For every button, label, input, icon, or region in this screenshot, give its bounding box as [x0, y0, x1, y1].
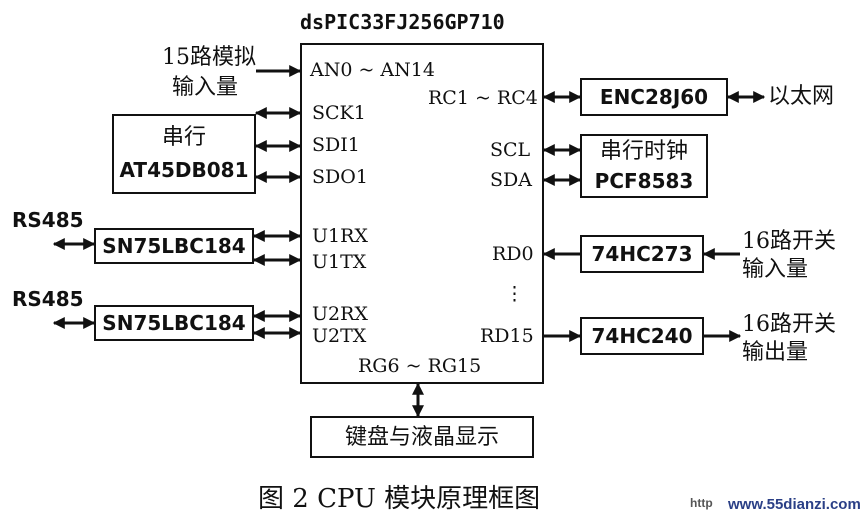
rtc-label-1: 串行时钟: [599, 139, 688, 164]
watermark-http: http: [690, 496, 713, 510]
switch-out-block: 74HC240: [580, 317, 704, 355]
flash-label-2: AT45DB081: [119, 158, 249, 182]
rs485-1-label: RS485: [12, 208, 84, 232]
switch-out-chip-label: 74HC240: [591, 324, 693, 348]
pin-rc: RC1 ~ RC4: [428, 87, 538, 109]
switch-in-label-1: 16路开关: [742, 229, 836, 254]
watermark-site: www.55dianzi.com: [728, 496, 861, 513]
analog-input-label-1: 15路模拟: [162, 45, 256, 70]
flash-block: 串行 AT45DB081: [112, 114, 256, 194]
rs485-1-transceiver: SN75LBC184: [94, 228, 254, 264]
analog-input-label-2: 输入量: [172, 75, 239, 100]
flash-label-1: 串行: [161, 125, 206, 150]
rs485-2-chip-label: SN75LBC184: [102, 311, 246, 335]
rs485-1-chip-label: SN75LBC184: [102, 234, 246, 258]
rtc-block: 串行时钟 PCF8583: [580, 134, 708, 198]
pin-u1tx: U1TX: [312, 251, 367, 273]
rs485-2-label: RS485: [12, 287, 84, 311]
switch-out-label-1: 16路开关: [742, 312, 836, 337]
figure-caption: 图 2 CPU 模块原理框图: [258, 484, 541, 514]
pin-rd0: RD0: [492, 243, 534, 265]
pin-u2rx: U2RX: [312, 303, 368, 325]
pin-u1rx: U1RX: [312, 225, 368, 247]
ethernet-chip-label: ENC28J60: [599, 85, 709, 109]
ethernet-label: 以太网: [768, 84, 835, 109]
switch-in-label-2: 输入量: [742, 257, 809, 282]
pin-scl: SCL: [490, 139, 531, 161]
pin-rd15: RD15: [480, 325, 534, 347]
mcu-title: dsPIC33FJ256GP710: [300, 10, 505, 34]
rtc-label-2: PCF8583: [594, 169, 694, 193]
pin-sdi1: SDI1: [312, 134, 360, 156]
pin-sck1: SCK1: [312, 102, 366, 124]
switch-out-label-2: 输出量: [742, 340, 809, 365]
pin-sda: SDA: [490, 169, 532, 191]
switch-in-block: 74HC273: [580, 235, 704, 273]
pin-sdo1: SDO1: [312, 166, 368, 188]
switch-in-chip-label: 74HC273: [591, 242, 693, 266]
keyboard-lcd-label: 键盘与液晶显示: [344, 425, 499, 450]
mcu-block: [300, 43, 544, 384]
pin-u2tx: U2TX: [312, 325, 367, 347]
ethernet-block: ENC28J60: [580, 78, 728, 116]
pin-dots: ⋮: [505, 283, 524, 305]
pin-rg: RG6 ~ RG15: [358, 355, 482, 377]
rs485-2-transceiver: SN75LBC184: [94, 305, 254, 341]
pin-an: AN0 ~ AN14: [310, 59, 435, 81]
keyboard-lcd-block: 键盘与液晶显示: [310, 416, 534, 458]
